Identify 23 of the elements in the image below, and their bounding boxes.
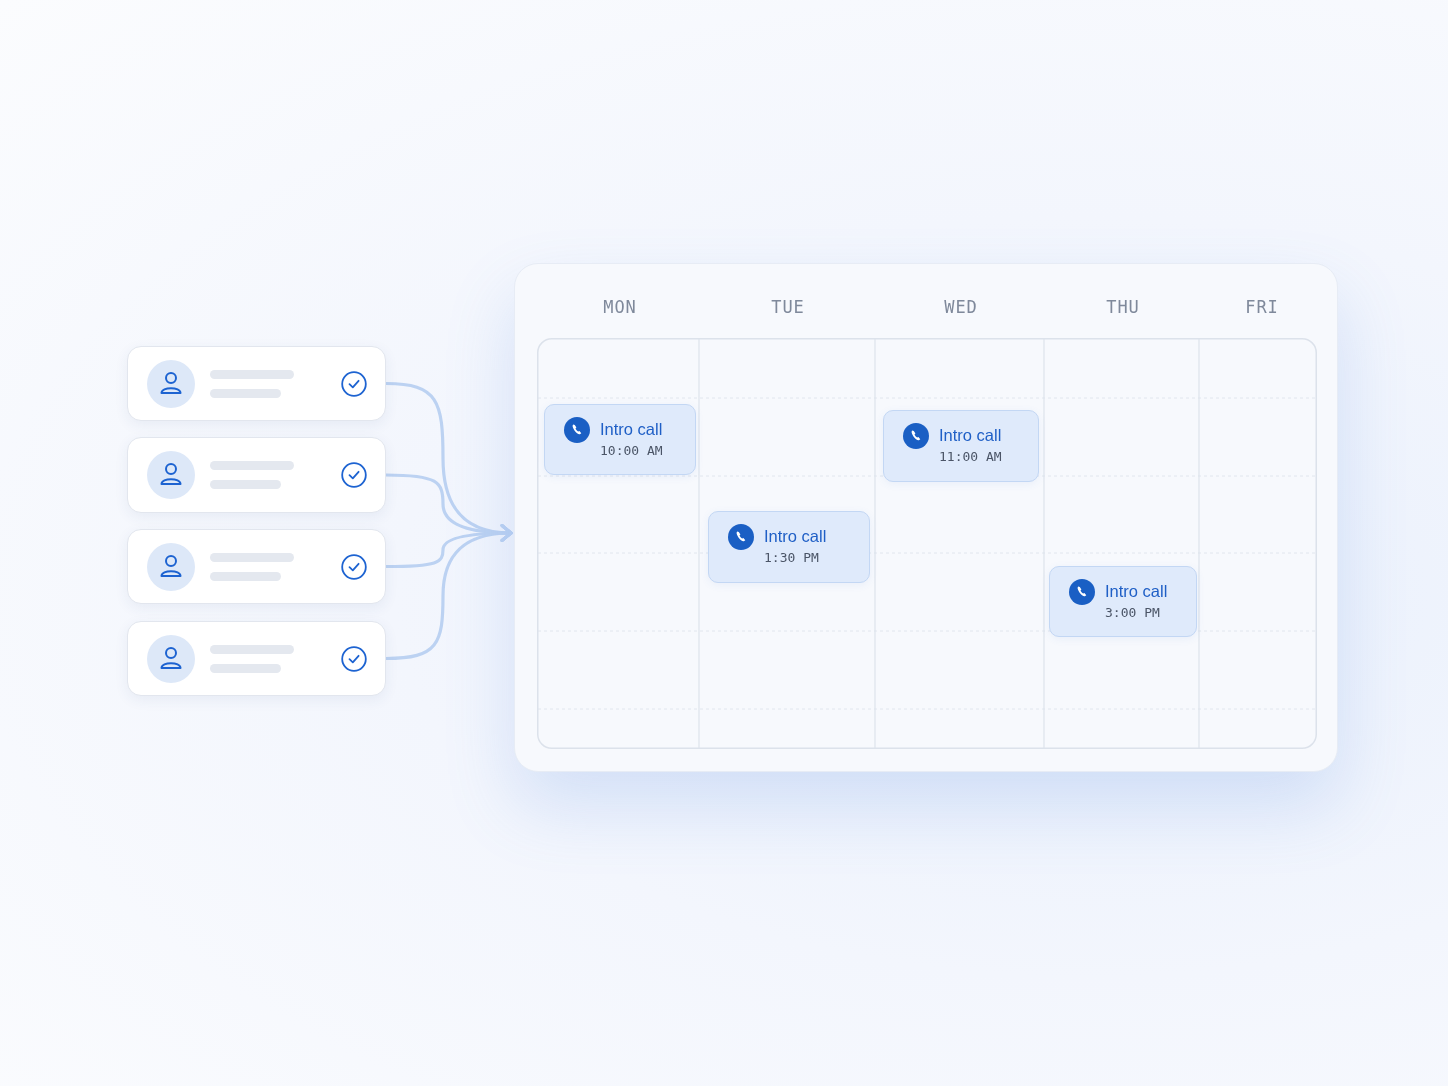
event-card: [1049, 566, 1197, 637]
event-card: [708, 511, 870, 583]
day-header: WED: [943, 297, 979, 317]
day-header: FRI: [1244, 297, 1280, 317]
connector-arrow: [384, 524, 513, 661]
day-header: MON: [602, 297, 638, 317]
person-card: [127, 529, 386, 604]
event-title: Intro call: [939, 426, 1002, 445]
event-card: [883, 410, 1039, 482]
event-title: Intro call: [1105, 582, 1168, 601]
day-header: THU: [1105, 297, 1141, 317]
event-time: 3:00 PM: [1105, 605, 1160, 621]
event-card: [544, 404, 696, 475]
person-card: [127, 346, 386, 421]
person-card: [127, 437, 386, 513]
event-time: 1:30 PM: [764, 550, 819, 566]
event-time: 11:00 AM: [939, 449, 1002, 465]
person-card: [127, 621, 386, 696]
calendar-panel: [514, 263, 1338, 772]
event-time: 10:00 AM: [600, 443, 663, 459]
day-header: TUE: [770, 297, 806, 317]
event-title: Intro call: [764, 527, 827, 546]
event-title: Intro call: [600, 420, 663, 439]
